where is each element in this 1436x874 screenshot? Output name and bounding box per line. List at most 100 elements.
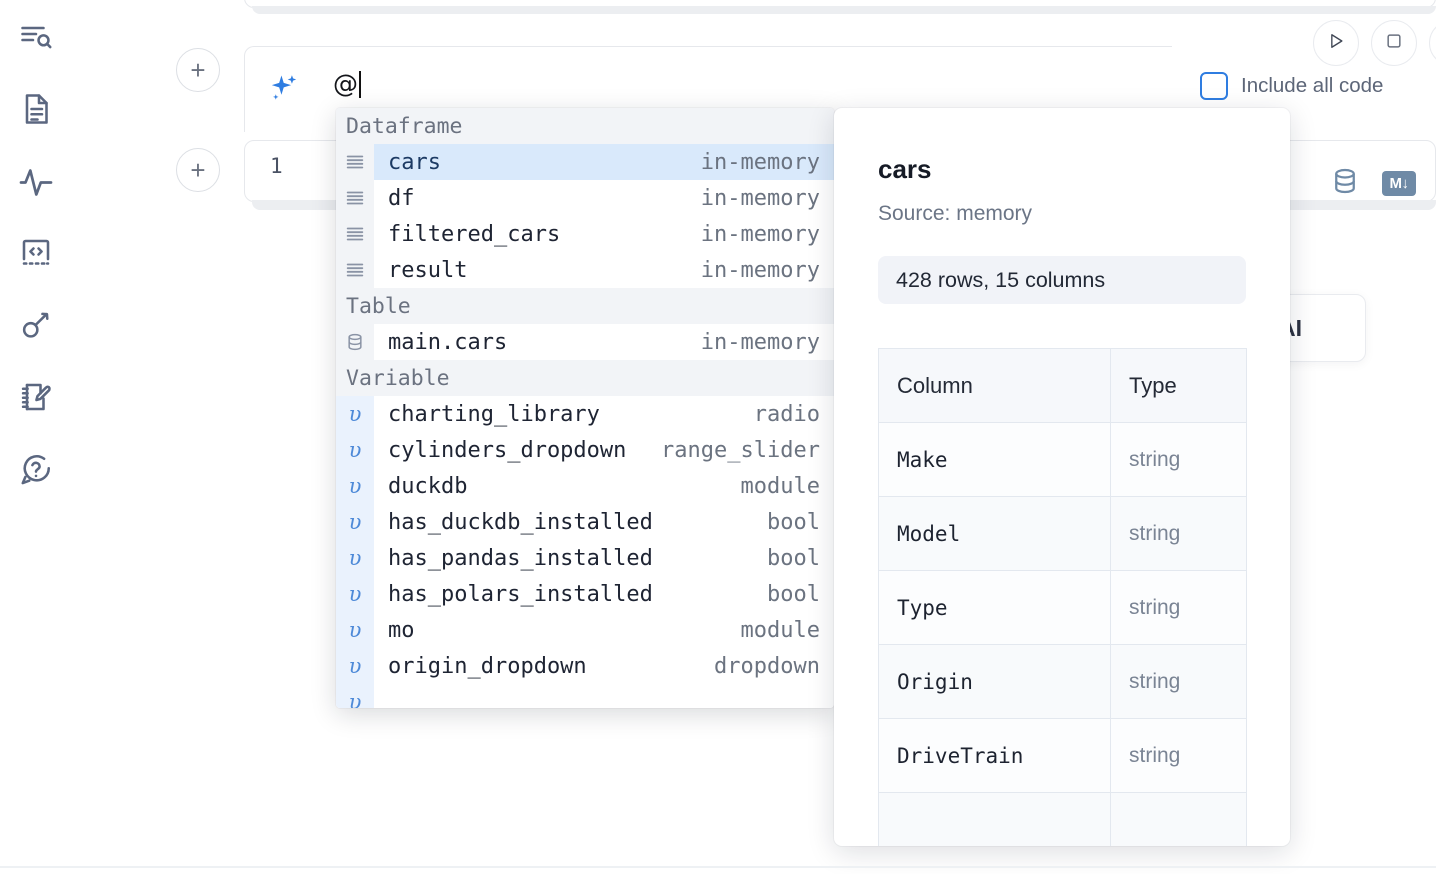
autocomplete-item-kind: dropdown: [714, 653, 820, 679]
autocomplete-section-header: Dataframe: [336, 108, 834, 144]
autocomplete-item-kind: bool: [767, 509, 820, 535]
dataframe-icon: [336, 216, 374, 252]
ai-sparkle-icon: [267, 71, 301, 105]
autocomplete-item-name: charting_library: [388, 401, 600, 427]
include-all-code-checkbox[interactable]: [1200, 72, 1228, 100]
autocomplete-item-name: has_pandas_installed: [388, 545, 653, 571]
variable-icon: υ: [336, 432, 374, 468]
sidebar-item-explore[interactable]: [13, 14, 59, 60]
plus-icon: +: [190, 155, 206, 185]
autocomplete-item-kind: in-memory: [700, 221, 820, 247]
preview-column-type: string: [1110, 496, 1247, 571]
autocomplete-item-name: has_duckdb_installed: [388, 509, 653, 535]
stop-button[interactable]: [1371, 20, 1417, 66]
notebook-cell-above-shadow: [252, 6, 1436, 14]
autocomplete-item-kind: module: [740, 473, 820, 499]
line-number: 1: [270, 154, 283, 178]
sidebar-item-activity[interactable]: [13, 158, 59, 204]
preview-title: cars: [878, 154, 932, 184]
variable-icon: υ: [336, 504, 374, 540]
ai-prompt-value: @: [333, 69, 358, 98]
sidebar-rail: [0, 0, 72, 874]
database-icon: [336, 324, 374, 360]
autocomplete-item[interactable]: υ has_duckdb_installed bool: [336, 504, 834, 540]
activity-pulse-icon: [18, 163, 54, 199]
help-chat-icon: [18, 451, 54, 487]
autocomplete-item-name: main.cars: [388, 329, 508, 355]
autocomplete-item-name: result: [388, 257, 468, 283]
preview-column-name: DriveTrain: [878, 718, 1111, 793]
variable-icon: υ: [336, 396, 374, 432]
preview-column-type: [1110, 792, 1247, 846]
autocomplete-item-kind: in-memory: [700, 257, 820, 283]
cell-toolbar: M↓: [1330, 166, 1416, 201]
preview-column-type: string: [1110, 422, 1247, 497]
dataframe-icon: [336, 144, 374, 180]
preview-column-name: Model: [878, 496, 1111, 571]
autocomplete-item-name: has_polars_installed: [388, 581, 653, 607]
autocomplete-section-header: Variable: [336, 360, 834, 396]
prompt-action-buttons: [1313, 20, 1436, 66]
autocomplete-item[interactable]: υ cylinders_dropdown range_slider: [336, 432, 834, 468]
autocomplete-item[interactable]: df in-memory: [336, 180, 834, 216]
dataframe-preview-panel: cars Source: memory 428 rows, 15 columns…: [834, 108, 1290, 846]
add-cell-button-top[interactable]: +: [176, 48, 220, 92]
autocomplete-item-name: df: [388, 185, 415, 211]
run-button[interactable]: [1313, 20, 1359, 66]
preview-column-type: string: [1110, 718, 1247, 793]
autocomplete-section-header: Table: [336, 288, 834, 324]
preview-shape-badge: 428 rows, 15 columns: [878, 256, 1246, 304]
preview-column-type: string: [1110, 570, 1247, 645]
autocomplete-item-kind: module: [740, 617, 820, 643]
ai-prompt-input[interactable]: @: [333, 69, 361, 98]
autocomplete-item-name: origin_dropdown: [388, 653, 587, 679]
header-column: Column: [878, 348, 1111, 423]
preview-source: Source: memory: [878, 202, 1033, 225]
autocomplete-item-name: duckdb: [388, 473, 468, 499]
markdown-icon[interactable]: M↓: [1382, 171, 1416, 196]
autocomplete-item[interactable]: υ origin_dropdown dropdown: [336, 648, 834, 684]
sidebar-item-files[interactable]: [13, 86, 59, 132]
sidebar-item-snippets[interactable]: [13, 230, 59, 276]
preview-column-name: Make: [878, 422, 1111, 497]
database-icon[interactable]: [1330, 166, 1360, 201]
key-icon: [18, 307, 54, 343]
autocomplete-item[interactable]: υ: [336, 684, 834, 708]
sidebar-item-scratchpad[interactable]: [13, 374, 59, 420]
explore-search-icon: [18, 19, 54, 55]
include-all-code-row[interactable]: Include all code: [1200, 72, 1383, 100]
more-actions-button[interactable]: [1429, 20, 1436, 66]
autocomplete-item[interactable]: result in-memory: [336, 252, 834, 288]
include-all-code-label: Include all code: [1241, 74, 1384, 97]
variable-icon: υ: [336, 648, 374, 684]
autocomplete-item-kind: range_slider: [661, 437, 820, 463]
dataframe-icon: [336, 180, 374, 216]
add-cell-button-bottom[interactable]: +: [176, 148, 220, 192]
autocomplete-item-kind: in-memory: [700, 185, 820, 211]
plus-icon: +: [190, 55, 206, 85]
variable-icon: υ: [336, 684, 374, 708]
sidebar-item-help[interactable]: [13, 446, 59, 492]
autocomplete-item-name: cylinders_dropdown: [388, 437, 627, 463]
file-document-icon: [18, 91, 54, 127]
variable-icon: υ: [336, 612, 374, 648]
autocomplete-item-kind: in-memory: [700, 149, 820, 175]
variable-icon: υ: [336, 540, 374, 576]
sidebar-item-secrets[interactable]: [13, 302, 59, 348]
